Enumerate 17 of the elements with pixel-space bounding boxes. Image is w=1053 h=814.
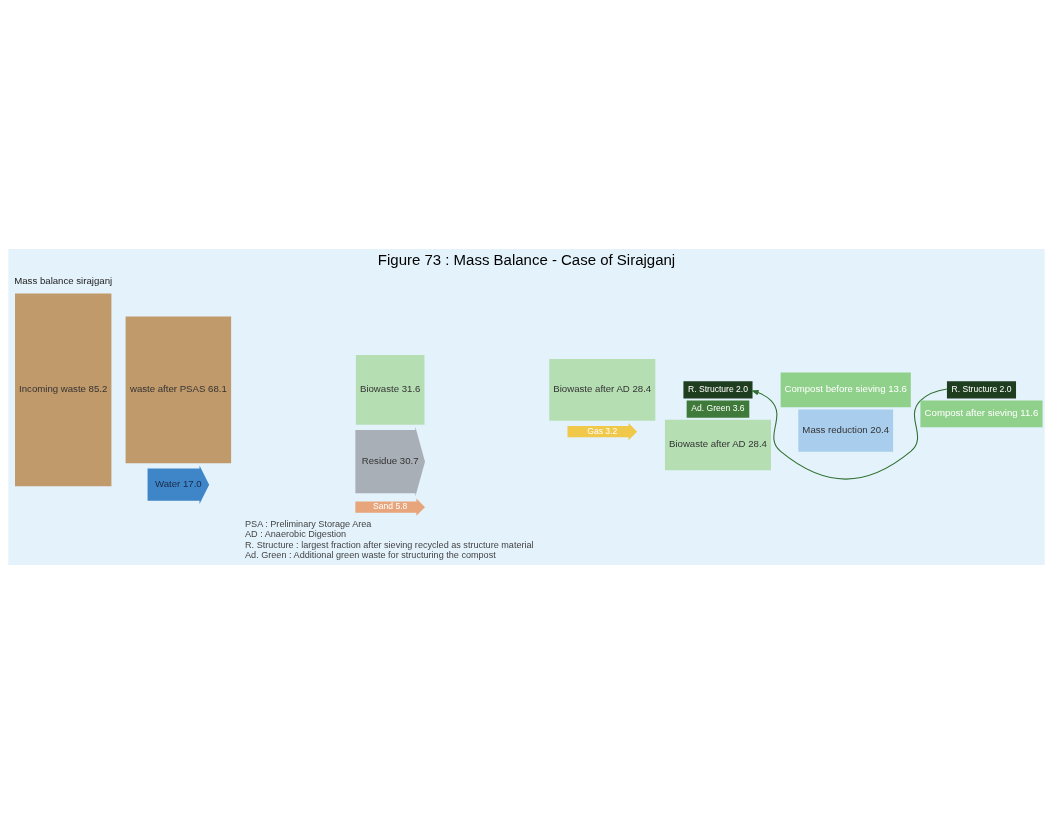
node-box: R. Structure 2.0 [946,381,1017,399]
node-box: Biowaste 31.6 [355,355,425,425]
diagram-title: Figure 73 : Mass Balance - Case of Sirajganj [377,251,676,269]
node-box: Incoming waste 85.2 [15,293,112,487]
node-box: Biowaste after AD 28.4 [549,359,656,421]
label: R. Structure : largest fraction after sieving recycled as structure material [245,539,534,550]
label: PSA : Preliminary Storage Area [245,519,372,530]
node-box: R. Structure 2.0 [683,381,753,399]
node-box: Compost before sieving 13.6 [780,372,911,408]
node-box: Mass reduction 20.4 [798,409,894,452]
arrow [751,388,948,480]
node-box: waste after PSAS 68.1 [125,316,232,464]
node-box: Compost after sieving 11.6 [920,400,1043,428]
label: AD : Anaerobic Digestion [245,529,347,540]
node-box: Ad. Green 3.6 [686,400,750,418]
node-box: Biowaste after AD 28.4 [664,419,771,471]
label: Ad. Green : Additional green waste for structuring the compost [245,549,496,560]
